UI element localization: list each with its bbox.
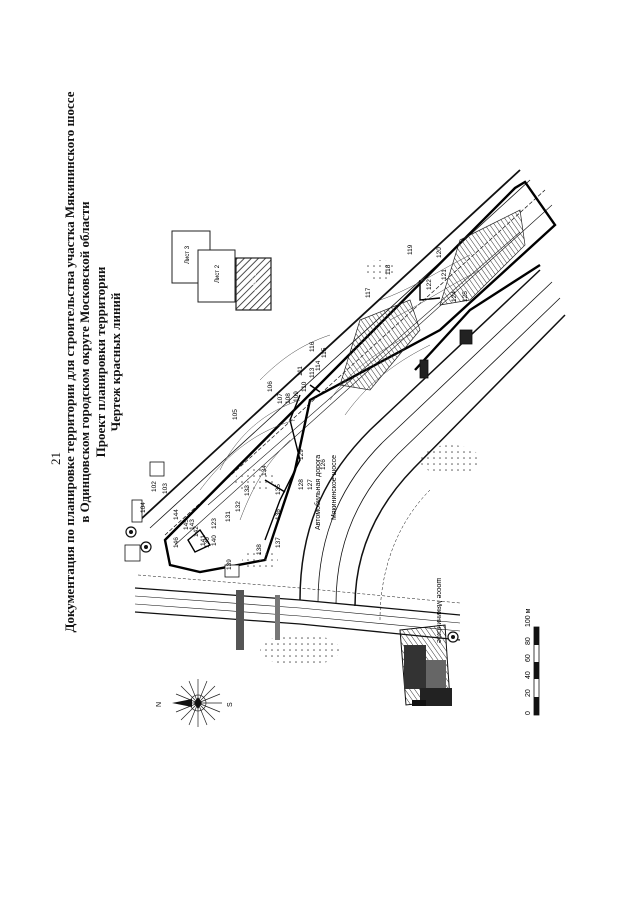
point-label-142: 142	[193, 526, 200, 537]
point-label-138: 138	[256, 544, 263, 555]
scale-tick-5: 100 м	[525, 608, 532, 627]
point-label-130: 130	[204, 537, 211, 548]
point-label-111: 111	[297, 366, 304, 376]
sheet-1-label: Лист 1	[252, 272, 258, 291]
point-label-144: 144	[173, 509, 180, 520]
buildings-upper	[124, 329, 473, 578]
point-label-113: 113	[309, 367, 316, 378]
sheet-3-label: Лист 3	[185, 245, 191, 264]
point-label-126: 126	[320, 459, 327, 470]
point-label-136: 136	[275, 509, 282, 520]
scale-tick-0: 0	[525, 711, 532, 715]
point-label-125: 125	[462, 291, 469, 302]
point-label-129: 129	[298, 449, 305, 460]
point-label-137: 137	[275, 537, 282, 548]
point-label-140: 140	[211, 535, 218, 546]
point-label-139: 139	[226, 559, 233, 570]
point-label-127: 127	[307, 479, 314, 490]
point-label-133: 133	[244, 485, 251, 496]
point-label-108: 108	[285, 393, 292, 404]
point-label-122: 122	[426, 279, 433, 290]
point-label-119: 119	[407, 244, 414, 255]
scale-tick-2: 40	[525, 671, 532, 679]
point-label-118: 118	[385, 264, 392, 275]
compass-north-label: N	[156, 702, 163, 707]
point-label-120: 120	[436, 247, 443, 258]
point-label-110: 110	[301, 381, 308, 392]
sheet-index: Лист 3 Лист 2 Лист 1	[171, 230, 272, 311]
point-label-145: 145	[183, 519, 190, 530]
point-label-115: 115	[321, 347, 328, 358]
strip-2	[275, 595, 280, 640]
markers	[125, 526, 459, 643]
point-label-109: 109	[293, 391, 300, 402]
sheet-1-box	[235, 257, 272, 311]
road-label-2: Мякининское шоссе	[331, 455, 338, 520]
point-label-134: 134	[261, 465, 268, 476]
scale-tick-labels: 0 20 40 60 80 100 м	[525, 608, 532, 715]
curved-road	[299, 269, 566, 621]
sheet-2-box	[197, 249, 236, 303]
scale-bar	[533, 626, 540, 716]
point-label-114: 114	[315, 360, 322, 371]
point-label-121: 121	[441, 269, 448, 280]
compass-south-label: S	[227, 702, 234, 707]
point-label-135: 135	[275, 484, 282, 495]
scale-tick-1: 20	[525, 689, 532, 697]
point-label-106: 106	[267, 381, 274, 392]
point-label-132: 132	[235, 501, 242, 512]
point-label-103: 103	[162, 483, 169, 494]
compass-rose	[172, 679, 222, 727]
map-drawing: Автомобильная дорога Мякининское шоссе ш…	[124, 169, 566, 706]
hatched-area	[339, 299, 421, 391]
point-label-143: 143	[189, 519, 196, 530]
point-label-141: 141	[200, 535, 207, 546]
sheet-2-label: Лист 2	[215, 264, 221, 283]
point-label-131: 131	[225, 511, 232, 522]
point-label-124: 124	[451, 291, 458, 302]
point-label-107: 107	[277, 393, 284, 404]
point-label-116: 116	[309, 341, 316, 352]
strip	[236, 590, 244, 650]
scale-tick-3: 60	[525, 654, 532, 662]
buildings-lower	[399, 624, 452, 706]
point-label-105: 105	[232, 409, 239, 420]
red-lines	[163, 180, 557, 574]
vegetation	[235, 260, 480, 666]
point-label-117: 117	[365, 287, 372, 298]
point-label-102: 102	[151, 481, 158, 492]
road-label-1: Автомобильная дорога	[314, 455, 322, 530]
scale-tick-4: 80	[525, 637, 532, 645]
point-label-104: 104	[140, 502, 147, 513]
point-label-128: 128	[298, 479, 305, 490]
hatched-area-2	[439, 209, 526, 306]
point-label-123: 123	[211, 518, 218, 529]
point-label-146: 146	[173, 537, 180, 548]
contours	[199, 254, 481, 521]
road-label-3: шоссе Мякининское	[435, 578, 442, 643]
